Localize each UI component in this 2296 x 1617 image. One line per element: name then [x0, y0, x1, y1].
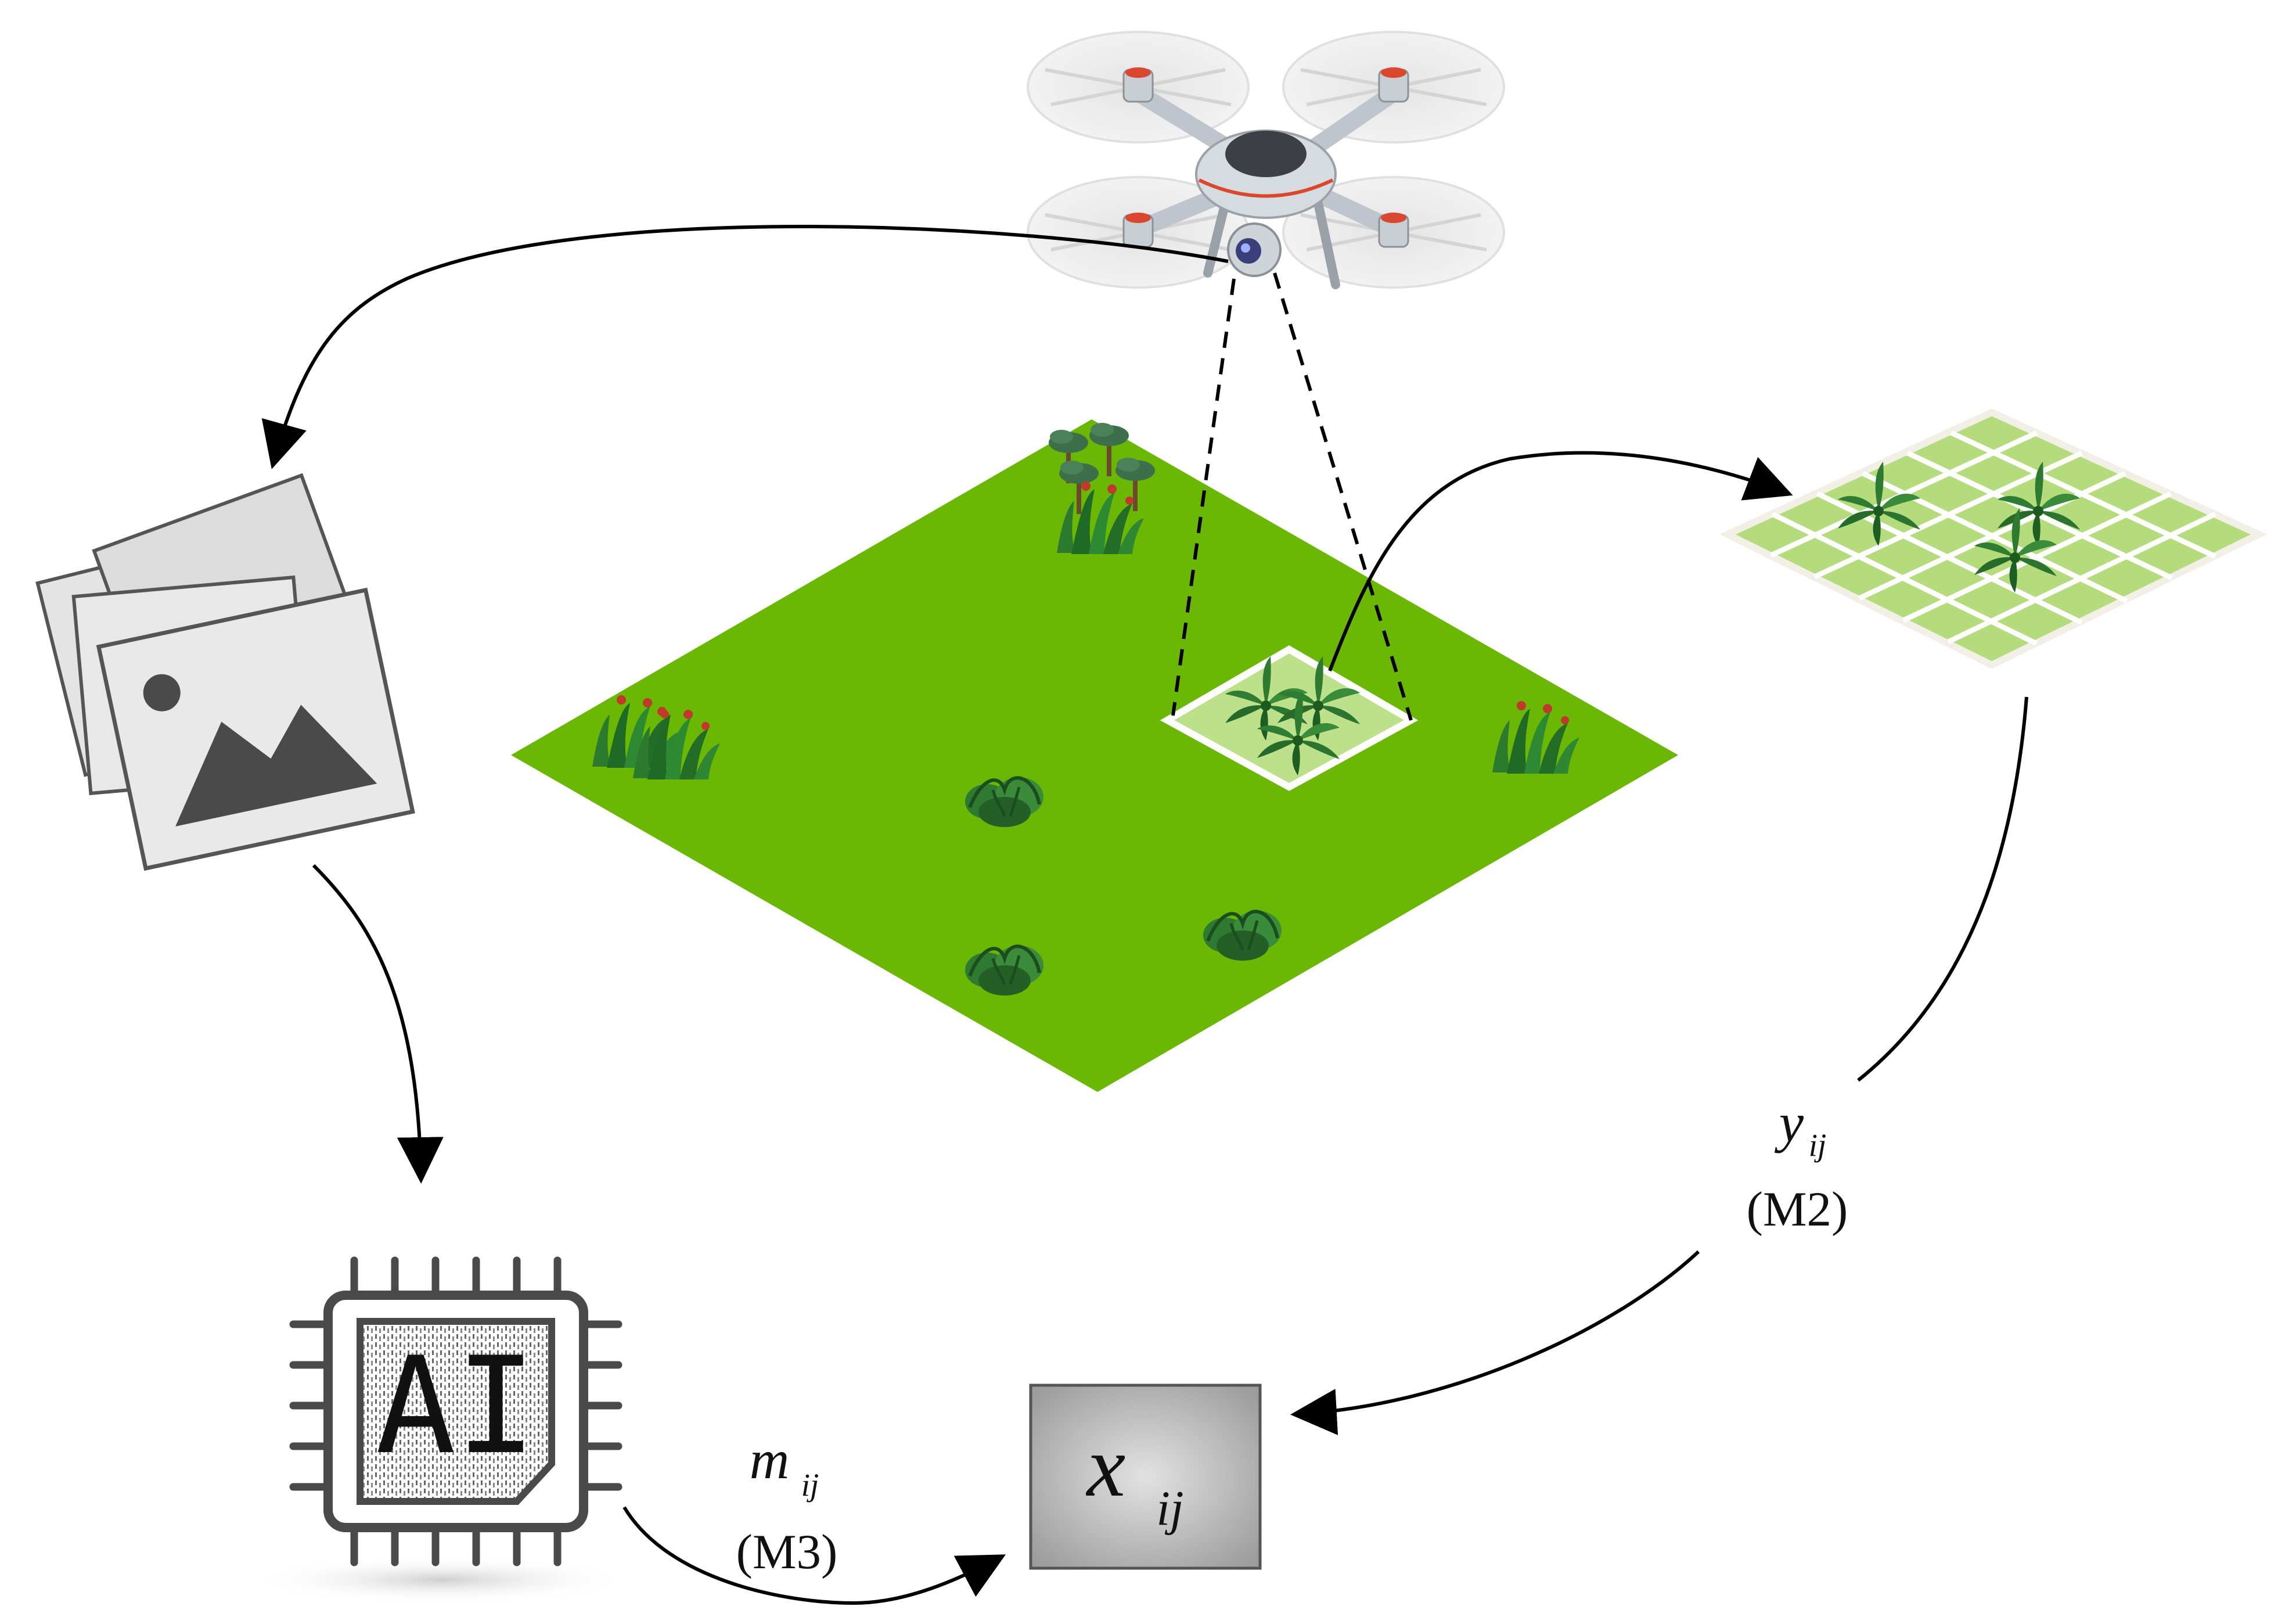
field: [511, 419, 1678, 1092]
arrow-ai-to-result: [622, 1506, 1006, 1605]
field-plane: [511, 419, 1678, 1092]
arrow-quadrat-to-m2: [1857, 696, 2028, 1082]
arrow-plot-to-quadrat: [1328, 451, 1793, 672]
result-symbol: x: [1086, 1418, 1126, 1515]
m3-symbol: m: [750, 1429, 790, 1490]
m2-model: (M2): [1747, 1182, 1848, 1237]
m3-subscript: ij: [801, 1467, 819, 1503]
ai-chip-label: AI: [376, 1329, 537, 1484]
drone-icon: [1027, 31, 1505, 289]
m2-label: y ij (M2): [1747, 1092, 1848, 1237]
m3-label: m ij (M3): [736, 1429, 838, 1579]
sample-plot: [1160, 645, 1419, 791]
ai-chip-icon: AI: [250, 1256, 633, 1603]
m2-symbol: y: [1775, 1092, 1804, 1154]
m3-model: (M3): [736, 1525, 838, 1579]
camera-footprint-lines: [1171, 272, 1413, 721]
arrow-drone-to-images: [261, 225, 1229, 469]
result-box: x ij: [1029, 1384, 1262, 1570]
arrow-m2-to-result: [1290, 1250, 1700, 1435]
result-subscript: ij: [1156, 1481, 1183, 1536]
m2-subscript: ij: [1809, 1127, 1827, 1163]
arrow-images-to-ai: [312, 864, 444, 1184]
image-stack-icon: [35, 473, 415, 871]
flow-arrows: [261, 225, 2028, 1605]
gridded-quadrat: [1719, 408, 2268, 669]
